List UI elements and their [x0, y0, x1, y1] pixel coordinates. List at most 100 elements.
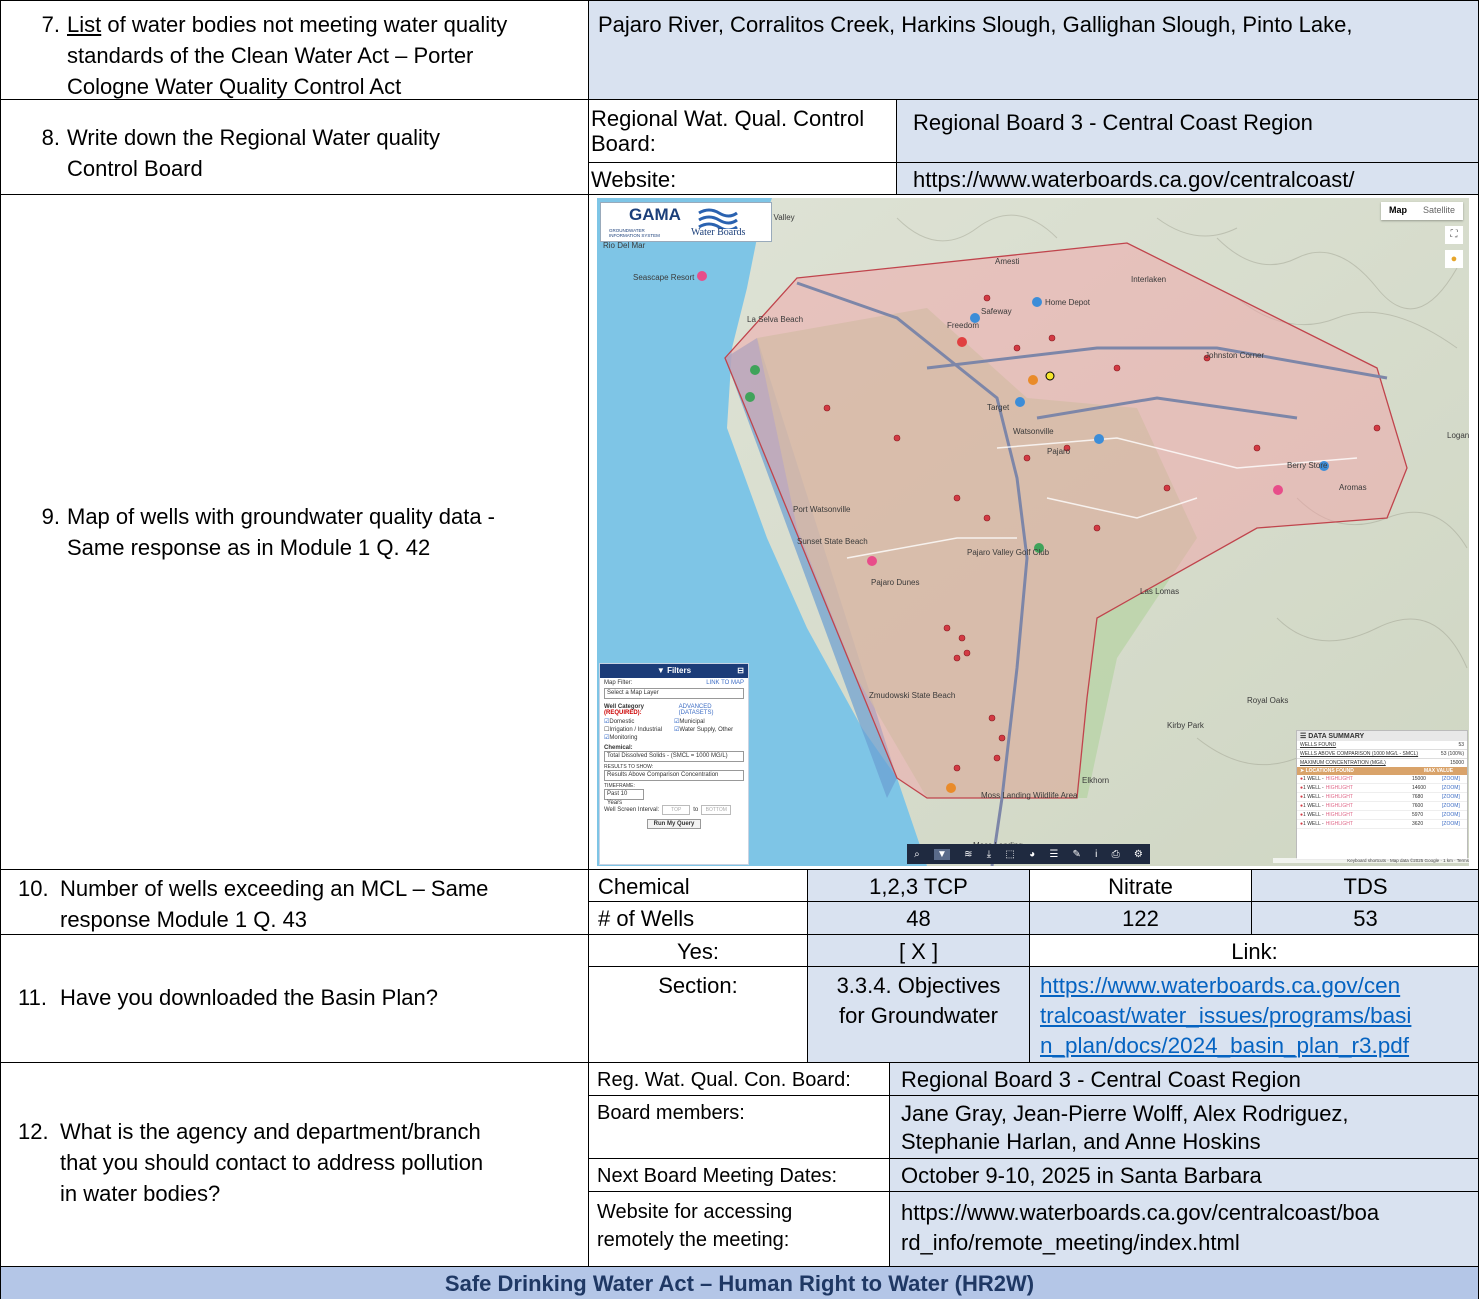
q12-members-label: Board members:	[597, 1102, 745, 1124]
q8-website-value-cell: https://www.waterboards.ca.gov/centralco…	[897, 163, 1479, 194]
map-toolbar: ⌕ ▼ ≋ ⤓ ⬚ ◕ ☰ ✎ i ⎙ ⚙	[907, 844, 1150, 864]
required-tag: (REQUIRED):	[604, 710, 642, 716]
q8-board-label-line2: Board:	[591, 131, 656, 156]
q7-question-line2: standards of the Clean Water Act – Porte…	[67, 43, 474, 68]
q10-question-line1: Number of wells exceeding an MCL – Same	[60, 876, 489, 901]
settings-gear-icon[interactable]: ⚙	[1133, 848, 1143, 860]
selected-well-marker[interactable]	[1045, 371, 1055, 381]
map-place-label: Rio Del Mar	[603, 241, 646, 250]
search-icon[interactable]: ⌕	[914, 848, 920, 860]
map-place-label: Johnston Corner	[1205, 351, 1264, 360]
zoom-link[interactable]: [ZOOM]	[1442, 821, 1460, 827]
max-concentration-value: 15000	[1450, 760, 1464, 766]
highlight-link[interactable]: HIGHLIGHT	[1325, 776, 1353, 782]
timeframe-select[interactable]: Past 10 Years	[604, 789, 644, 806]
checkbox-checked-icon[interactable]: ☑	[674, 719, 680, 725]
q11-link-value-cell: https://www.waterboards.ca.gov/cen tralc…	[1030, 967, 1479, 1062]
highlight-link[interactable]: HIGHLIGHT	[1325, 803, 1353, 809]
measure-icon[interactable]: ✎	[1072, 848, 1081, 860]
monitoring-checkbox-label: Monitoring	[609, 735, 638, 741]
location-max-value: 14600	[1412, 785, 1426, 791]
map-place-label: Freedom	[947, 321, 979, 330]
q12-question-line1: What is the agency and department/branch	[60, 1119, 481, 1144]
highlight-link[interactable]: HIGHLIGHT	[1325, 812, 1353, 818]
download-icon[interactable]: ⤓	[986, 848, 992, 860]
map-place-label: Seascape Resort	[633, 273, 695, 282]
q12-number: 12.	[18, 1119, 49, 1144]
q12-web-label-cell: Website for accessing remotely the meeti…	[589, 1192, 889, 1266]
map-place-label: Moss Landing Wildlife Area	[981, 791, 1078, 800]
highlight-link[interactable]: HIGHLIGHT	[1325, 785, 1353, 791]
basin-plan-link-line3[interactable]: n_plan/docs/2024_basin_plan_r3.pdf	[1040, 1033, 1410, 1058]
zoom-link[interactable]: [ZOOM]	[1442, 794, 1460, 800]
filter-tool-icon[interactable]: ▼	[933, 848, 950, 860]
q12-dates-label: Next Board Meeting Dates:	[597, 1165, 838, 1187]
highlight-link[interactable]: HIGHLIGHT	[1325, 821, 1353, 827]
highlight-link[interactable]: HIGHLIGHT	[1325, 794, 1353, 800]
q7-question-underlined: List	[67, 12, 102, 37]
section-header-hr2w: Safe Drinking Water Act – Human Right to…	[0, 1267, 1479, 1299]
q10-number: 10.	[18, 876, 49, 901]
link-to-map-link[interactable]: LINK TO MAP	[706, 680, 744, 686]
checkbox-checked-icon[interactable]: ☑	[604, 735, 610, 741]
select-area-icon[interactable]: ⬚	[1005, 848, 1015, 860]
q9-question-cell: 9. Map of wells with groundwater quality…	[0, 195, 588, 869]
zoom-link[interactable]: [ZOOM]	[1442, 785, 1460, 791]
q12-members-value-cell: Jane Gray, Jean-Pierre Wolff, Alex Rodri…	[890, 1096, 1479, 1158]
map-layer-select[interactable]: Select a Map Layer	[604, 688, 744, 699]
q11-yes-value-cell: [ X ]	[808, 935, 1029, 966]
bottom-input[interactable]: BOTTOM	[701, 805, 732, 815]
run-query-button[interactable]: Run My Query	[646, 819, 702, 829]
q8-website-value: https://www.waterboards.ca.gov/centralco…	[913, 167, 1355, 192]
list-icon[interactable]: ☰	[1049, 848, 1059, 860]
advanced-datasets-link[interactable]: ADVANCED (DATASETS)	[678, 704, 714, 716]
data-summary-panel: ☰ DATA SUMMARY WELLS FOUND 53 WELLS ABOV…	[1296, 730, 1468, 860]
map-place-label: Interlaken	[1131, 275, 1166, 284]
summary-list-icon: ☰	[1300, 733, 1309, 740]
q11-yes-label-cell: Yes:	[589, 935, 807, 966]
map-place-label: Royal Oaks	[1247, 696, 1288, 705]
q12-members-label-cell: Board members:	[589, 1096, 889, 1158]
well-markers[interactable]	[823, 294, 1381, 772]
filters-panel: ▼ Filters ⊟ Map Filter: LINK TO MAP Sele…	[599, 663, 749, 865]
checkbox-checked-icon[interactable]: ☑	[604, 719, 610, 725]
chart-icon[interactable]: ◕	[1029, 848, 1036, 860]
layers-icon[interactable]: ≋	[964, 848, 973, 860]
map-type-satellite-button[interactable]: Satellite	[1422, 205, 1455, 215]
q10-header-chemical: Chemical	[589, 870, 807, 901]
map-type-map-button[interactable]: Map	[1388, 205, 1407, 215]
zoom-link[interactable]: [ZOOM]	[1442, 812, 1460, 818]
map-place-label: Las Lomas	[1140, 587, 1179, 596]
basin-plan-link-line1[interactable]: https://www.waterboards.ca.gov/cen	[1040, 973, 1401, 998]
q7-answer-cell: Pajaro River, Corralitos Creek, Harkins …	[589, 0, 1479, 99]
collapse-icon[interactable]: ⊟	[737, 666, 744, 675]
max-concentration-label: MAXIMUM CONCENTRATION (MG/L)	[1300, 760, 1386, 766]
fullscreen-icon[interactable]: ⛶	[1445, 226, 1463, 244]
gama-map[interactable]: Rio Del Mar Aptos Hills-Larkin Valley Am…	[597, 198, 1469, 866]
print-icon[interactable]: ⎙	[1111, 848, 1120, 860]
q11-number: 11.	[18, 985, 47, 1010]
results-select[interactable]: Results Above Comparison Concentration	[604, 770, 744, 781]
zoom-link[interactable]: [ZOOM]	[1442, 776, 1460, 782]
map-place-label: Pajaro Valley Golf Club	[967, 548, 1050, 557]
basin-plan-link-line2[interactable]: tralcoast/water_issues/programs/basi	[1040, 1003, 1412, 1028]
checkbox-checked-icon[interactable]: ☑	[674, 727, 680, 733]
map-filter-label: Map Filter:	[604, 680, 633, 686]
gama-logo-brand: Water Boards	[691, 227, 746, 238]
q12-dates-value: October 9-10, 2025 in Santa Barbara	[901, 1163, 1262, 1188]
top-input[interactable]: TOP	[662, 805, 691, 815]
chemical-select[interactable]: Total Dissolved Solids - (SMCL = 1000 MG…	[604, 751, 744, 762]
q12-members-line1: Jane Gray, Jean-Pierre Wolff, Alex Rodri…	[901, 1101, 1349, 1126]
street-view-pegman-icon[interactable]: ●	[1445, 250, 1463, 268]
info-icon[interactable]: i	[1095, 848, 1098, 860]
map-place-label: Safeway	[981, 307, 1012, 316]
checkbox-empty-icon[interactable]: ☐	[604, 727, 610, 733]
zoom-link[interactable]: [ZOOM]	[1442, 803, 1460, 809]
